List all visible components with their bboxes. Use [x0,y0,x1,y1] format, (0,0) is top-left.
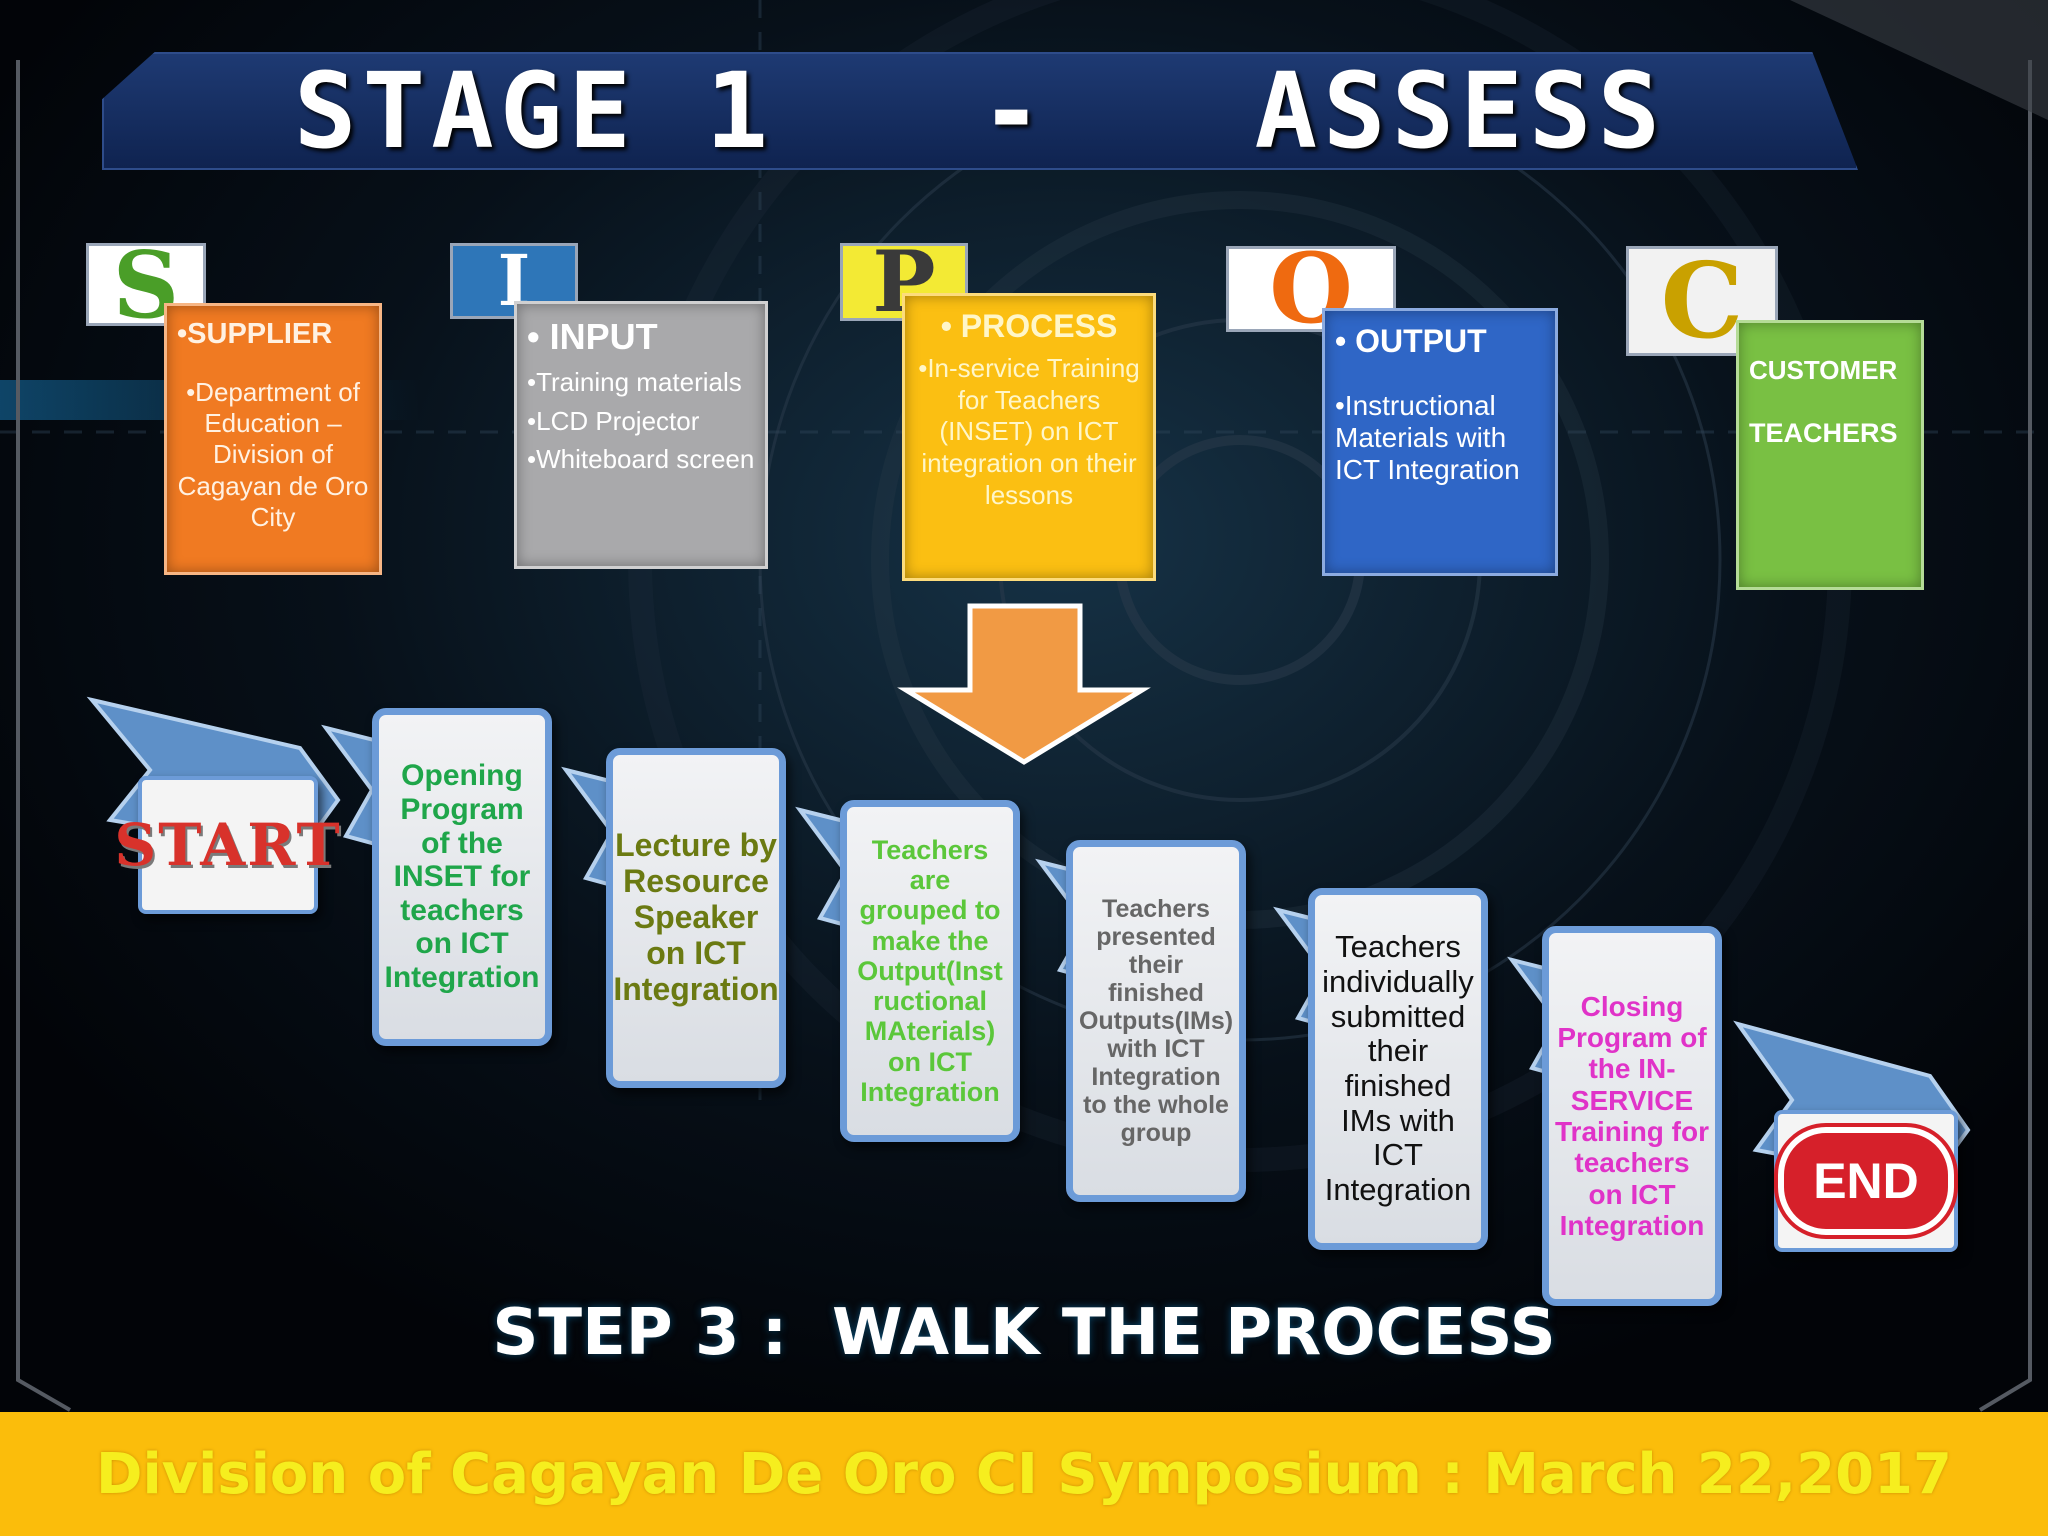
process-step-lecture: Lecture by Resource Speaker on ICT Integ… [606,748,786,1088]
sipoc-box-process: • PROCESS •In-service Training for Teach… [902,293,1156,581]
footer-text: Division of Cagayan De Oro CI Symposium … [96,1441,1952,1507]
process-step-grouped: Teachers are grouped to make the Output(… [840,800,1020,1142]
sipoc-box-output: • OUTPUT •Instructional Materials with I… [1322,308,1558,576]
sipoc-heading: • OUTPUT [1335,323,1487,359]
step-caption: STEP 3 : WALK THE PROCESS [492,1296,1556,1370]
sipoc-letter-c: C [1626,246,1778,356]
sipoc-box-input: • INPUT •Training materials •LCD Project… [514,301,768,569]
start-label: START [114,811,342,879]
sipoc-box-supplier: •SUPPLIER •Department of Education – Div… [164,303,382,575]
sipoc-box-customer: CUSTOMER TEACHERS [1736,320,1924,590]
start-card: START [114,776,340,914]
sipoc-letter-s: S [86,239,206,331]
slide-title: STAGE 1 - ASSESS [293,50,1667,172]
end-badge: END [1774,1123,1958,1239]
process-step-submitted: Teachers individually submitted their fi… [1308,888,1488,1250]
sipoc-heading: CUSTOMER [1749,355,1898,385]
sipoc-heading: •SUPPLIER [177,318,333,350]
sipoc-heading: • INPUT [527,316,658,357]
footer-bar: Division of Cagayan De Oro CI Symposium … [0,1412,2048,1536]
end-label: END [1813,1153,1919,1209]
process-step-closing-program: Closing Program of the IN-SERVICE Traini… [1542,926,1722,1306]
end-card: END [1774,1110,1958,1252]
process-step-opening-program: Opening Program of the INSET for teacher… [372,708,552,1046]
process-step-presented: Teachers presented their finished Output… [1066,840,1246,1202]
sipoc-heading: • PROCESS [940,308,1118,344]
title-banner [102,52,1858,170]
